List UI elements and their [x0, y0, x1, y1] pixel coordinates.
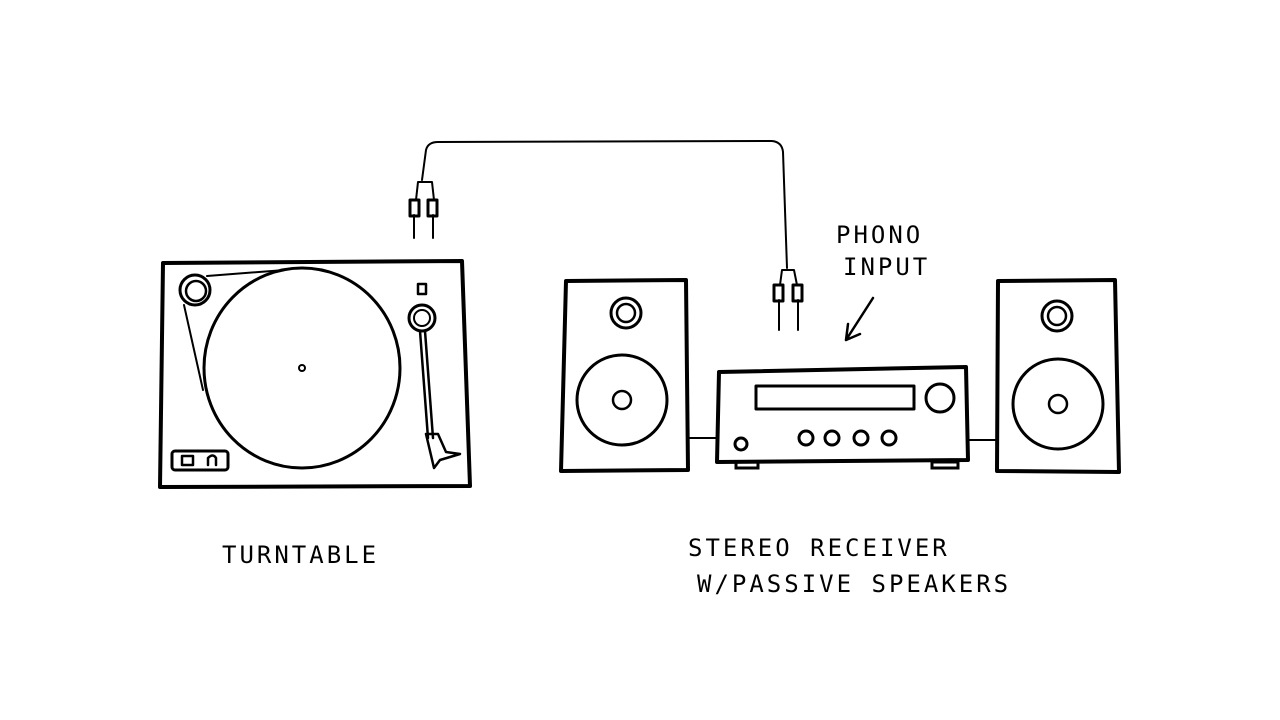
left-speaker [559, 278, 690, 473]
motor-pulley [178, 273, 212, 307]
rca-cable [408, 140, 804, 331]
phono-label-line1: PHONO [836, 221, 923, 249]
receiver-label-line1: STEREO RECEIVER [688, 534, 950, 562]
receiver-label-line2: W/PASSIVE SPEAKERS [697, 570, 1011, 598]
power-button [180, 454, 195, 467]
arrow-icon [844, 296, 875, 342]
turntable-label: TURNTABLE [222, 541, 379, 569]
spindle [298, 364, 306, 372]
phono-label-line2: INPUT [843, 253, 930, 281]
platter [202, 266, 402, 470]
speaker-wires [687, 437, 998, 441]
turntable [158, 259, 472, 489]
turntable-body [158, 259, 472, 489]
speed-button [206, 454, 218, 467]
control-panel [170, 449, 230, 472]
drive-belt [183, 269, 286, 391]
tonearm [407, 282, 462, 470]
stereo-receiver [715, 365, 970, 470]
right-speaker [995, 278, 1121, 474]
volume-knob [924, 382, 956, 414]
